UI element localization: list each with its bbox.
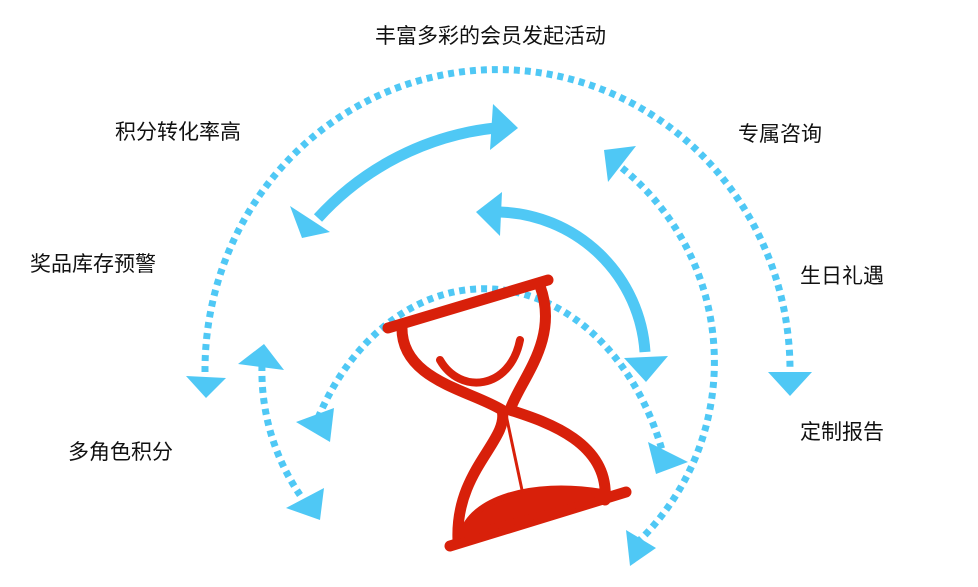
label-birthday-perks: 生日礼遇 [800, 264, 884, 288]
right-dotted-arc [619, 165, 718, 543]
arrowhead-icon [290, 206, 330, 238]
arrowhead-icon [186, 376, 226, 398]
arrowhead-icon [286, 488, 324, 520]
label-exclusive-consult: 专属咨询 [738, 122, 822, 146]
arrowhead-icon [624, 356, 668, 382]
arrowhead-icon [604, 146, 636, 182]
arrowhead-icon [648, 442, 688, 474]
inner-dotted-arc [314, 285, 666, 451]
arrowhead-icon [238, 344, 284, 370]
big-solid-arc [313, 122, 496, 222]
label-points-conversion: 积分转化率高 [115, 120, 241, 144]
arrowhead-icon [626, 530, 656, 566]
arrowhead-icon [490, 104, 518, 150]
arrowhead-icon [768, 372, 812, 396]
arrowhead-icon [296, 408, 334, 442]
outer-dotted-arc [201, 65, 794, 373]
label-custom-report: 定制报告 [800, 420, 884, 444]
label-member-activities: 丰富多彩的会员发起活动 [375, 24, 606, 48]
hourglass-icon [382, 274, 632, 552]
inner-solid-arc [499, 206, 651, 353]
label-prize-stock-alert: 奖品库存预警 [30, 252, 156, 276]
arrowhead-icon [476, 192, 502, 236]
small-dotted-arc [258, 364, 303, 497]
label-multi-role-points: 多角色积分 [68, 440, 173, 464]
